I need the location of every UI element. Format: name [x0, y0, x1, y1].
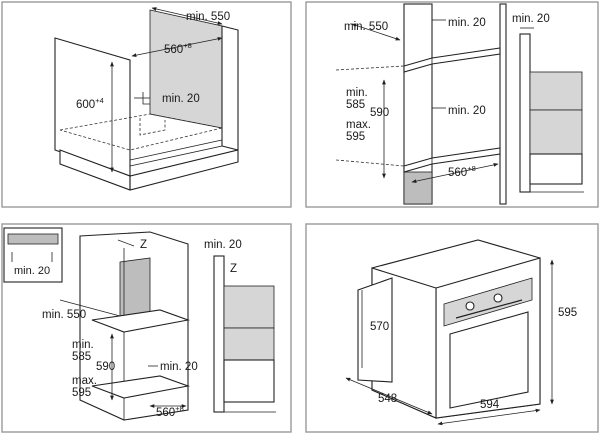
panel-bottom-right: 570 548 594 595: [305, 223, 599, 433]
dim-line-depth: [351, 23, 401, 41]
dim-inner-height-label: 570: [370, 321, 389, 333]
dim-min-value: 585: [72, 351, 91, 363]
dim-line-width: [437, 408, 541, 426]
right-knob-icon: [493, 293, 503, 303]
dim-width-value: 560: [448, 167, 467, 179]
oven-door-window: [449, 311, 529, 409]
dim-width-sup: +8: [175, 404, 184, 413]
dim-height-label: 600+4: [76, 96, 104, 111]
z-label-side: Z: [230, 263, 237, 275]
dim-height-sup: +4: [95, 96, 104, 105]
side-wall-profile: [213, 255, 225, 413]
dim-min-label: min.: [346, 87, 368, 99]
oven-section-top: [223, 285, 275, 329]
dim-width-label: min. 550: [186, 11, 230, 23]
dim-line-depth: [59, 299, 121, 317]
guide-line-bottom: [335, 159, 405, 167]
z-label: Z: [140, 239, 147, 251]
right-side-panel: [221, 25, 239, 151]
dim-max-label: max.: [346, 119, 371, 131]
dim-height-label: 590: [370, 107, 389, 119]
inset-gap-label: min. 20: [14, 265, 50, 277]
dim-gap-label: min. 20: [162, 93, 200, 105]
dim-width-label: 594: [480, 399, 500, 411]
dim-line-width: [151, 7, 223, 25]
dim-depth-label: min. 550: [344, 21, 388, 33]
dim-depth-label: 548: [378, 393, 397, 405]
dim-height-value: 600: [76, 99, 95, 111]
panel-frame: [305, 1, 599, 208]
cutout-outline: [59, 113, 223, 151]
oven-section-top: [529, 71, 583, 111]
side-wall-profile: [519, 33, 531, 193]
dim-max-value: 595: [346, 131, 365, 143]
oven-section-bottom: [223, 359, 275, 403]
dim-depth-label: min. 550: [42, 309, 86, 321]
inset-top-bar: [7, 233, 59, 245]
shelf-upper: [91, 309, 191, 333]
dim-height-label: 595: [558, 307, 577, 319]
cutout-notch: [139, 118, 166, 136]
dim-side-gap-label: min. 20: [512, 13, 550, 25]
dim-height-label: 590: [96, 361, 115, 373]
dim-inner-gap-label: min. 20: [448, 105, 486, 117]
oven-section-bottom: [529, 153, 583, 185]
door-handle: [455, 299, 523, 319]
dim-line-width: [411, 163, 499, 183]
dim-width-value: 560: [156, 407, 175, 419]
dim-line-depth: [345, 377, 433, 415]
dim-max-value: 595: [72, 387, 91, 399]
panel-bottom-left: min. 20 Z min. 550 590 min. 585 max. 595…: [1, 223, 292, 433]
dim-depth-sup: +8: [183, 41, 192, 50]
panel-frame: [1, 223, 292, 433]
dim-width-label: 560+8: [448, 164, 476, 179]
dim-top-gap-label: min. 20: [448, 17, 486, 29]
dim-width-sup: +8: [467, 164, 476, 173]
dim-depth-value: 560: [164, 44, 183, 56]
floor-shelf: [129, 139, 223, 167]
cutout-strip: [403, 171, 433, 205]
panel-top-left: min. 550 560+8 600+4 min. 20: [1, 1, 292, 208]
panel-top-right: min. 550 min. 20 min. 20 590 min. 585 ma…: [305, 1, 599, 208]
guide-line-top: [335, 65, 405, 71]
panel-frame: [1, 1, 292, 208]
dim-max-label: max.: [72, 375, 97, 387]
z-leader: [117, 239, 135, 247]
dim-inner-gap-label: min. 20: [160, 361, 198, 373]
side-gap-label: min. 20: [204, 239, 242, 251]
cutout-upper: [119, 257, 151, 321]
left-knob-icon: [465, 301, 475, 311]
dim-line-depth: [131, 36, 223, 58]
panel-frame: [305, 223, 599, 433]
dim-min-label: min.: [72, 339, 94, 351]
oven-section-middle: [529, 109, 583, 155]
gap-tick: [142, 92, 150, 105]
control-panel: [443, 277, 533, 327]
dim-width-label: 560+8: [156, 404, 184, 419]
oven-section-middle: [223, 327, 275, 361]
column-right-wall: [499, 3, 507, 205]
dim-depth-label: 560+8: [164, 41, 192, 56]
back-panel: [149, 9, 223, 129]
dim-min-value: 585: [346, 99, 365, 111]
